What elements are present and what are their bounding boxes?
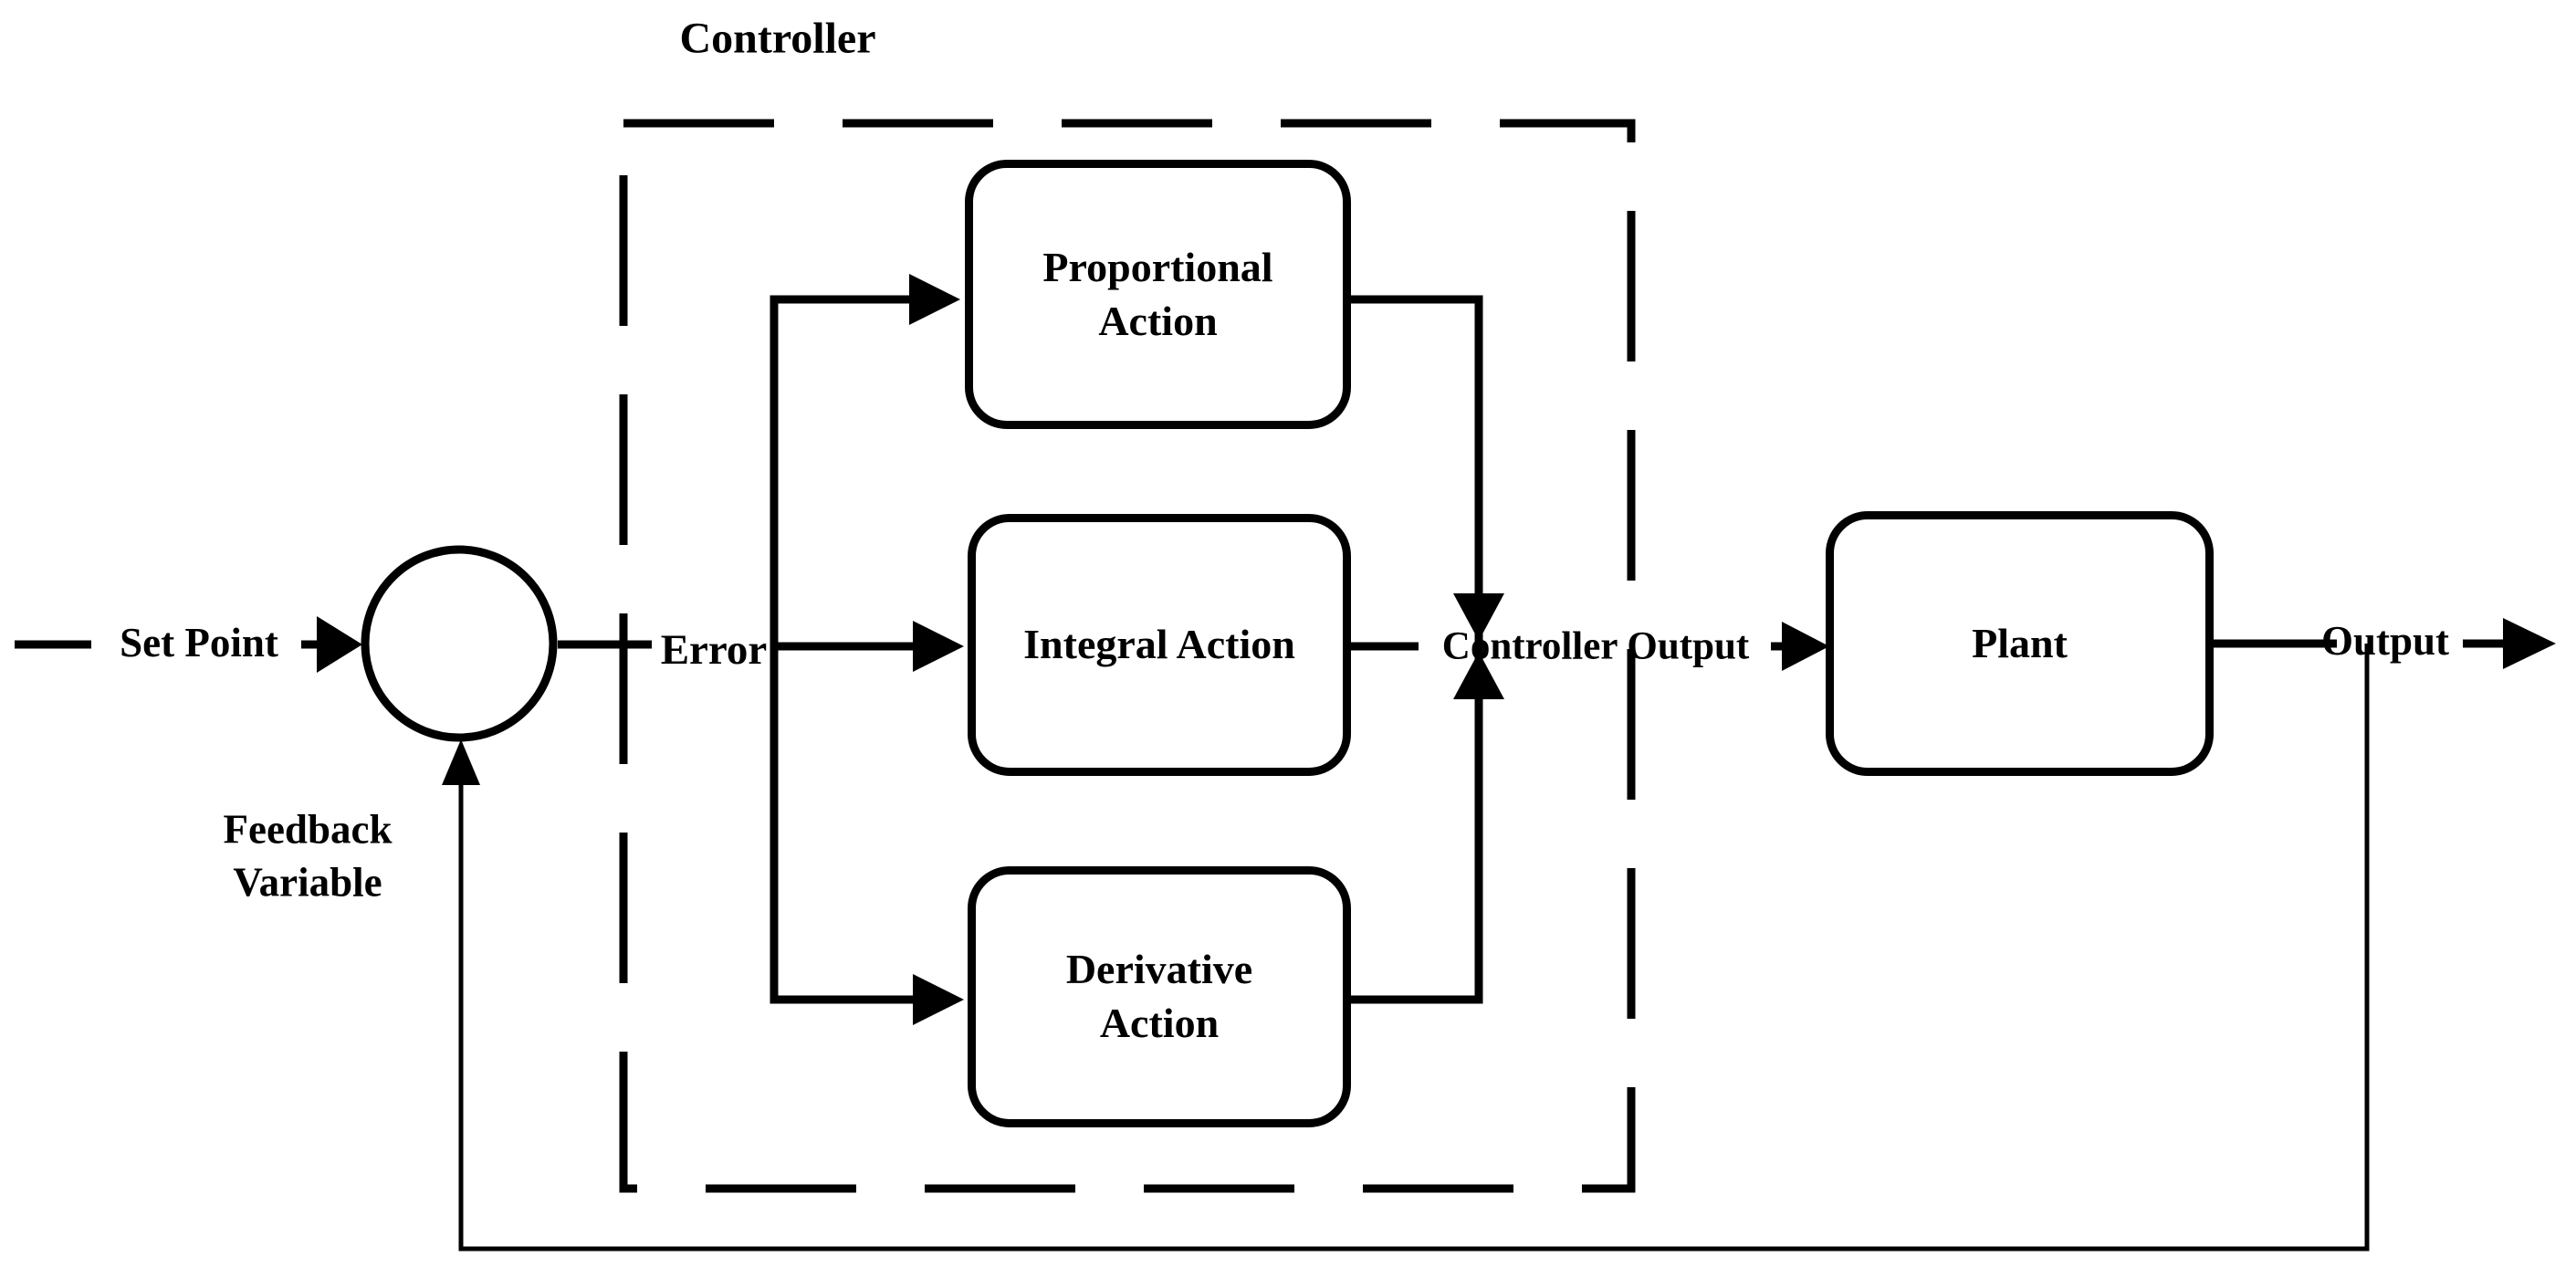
output-arrowhead xyxy=(2503,618,2556,669)
integral-input-arrowhead xyxy=(913,621,964,672)
feedback-arrowhead xyxy=(442,739,480,785)
feedback-variable-label: Feedback Variable xyxy=(223,806,393,905)
merge-down-arrowhead xyxy=(1453,593,1504,641)
proportional-input-arrowhead xyxy=(909,274,960,325)
controller-boundary-dashed-box xyxy=(619,119,1636,1193)
proportional-action-block: Proportional Action xyxy=(965,160,1351,429)
controller-title: Controller xyxy=(679,14,876,63)
error-label: Error xyxy=(660,625,768,674)
integral-action-label: Integral Action xyxy=(1023,621,1295,668)
derivative-action-block: Derivative Action xyxy=(968,866,1351,1127)
plant-block: Plant xyxy=(1826,511,2214,776)
set-point-arrowhead xyxy=(317,616,362,673)
summing-junction-circle xyxy=(361,545,558,742)
merge-up-arrowhead xyxy=(1453,652,1504,699)
plant-label: Plant xyxy=(1972,619,2068,666)
proportional-action-label: Proportional Action xyxy=(1042,243,1273,344)
derivative-action-label: Derivative Action xyxy=(1065,946,1253,1046)
derivative-input-arrowhead xyxy=(913,974,964,1025)
feedback-return-line xyxy=(458,644,2370,1252)
integral-action-block: Integral Action xyxy=(968,514,1351,776)
set-point-label: Set Point xyxy=(120,620,278,666)
plant-input-arrowhead xyxy=(1782,622,1829,671)
output-label: Output xyxy=(2320,618,2450,665)
controller-output-label: Controller Output xyxy=(1441,624,1750,668)
